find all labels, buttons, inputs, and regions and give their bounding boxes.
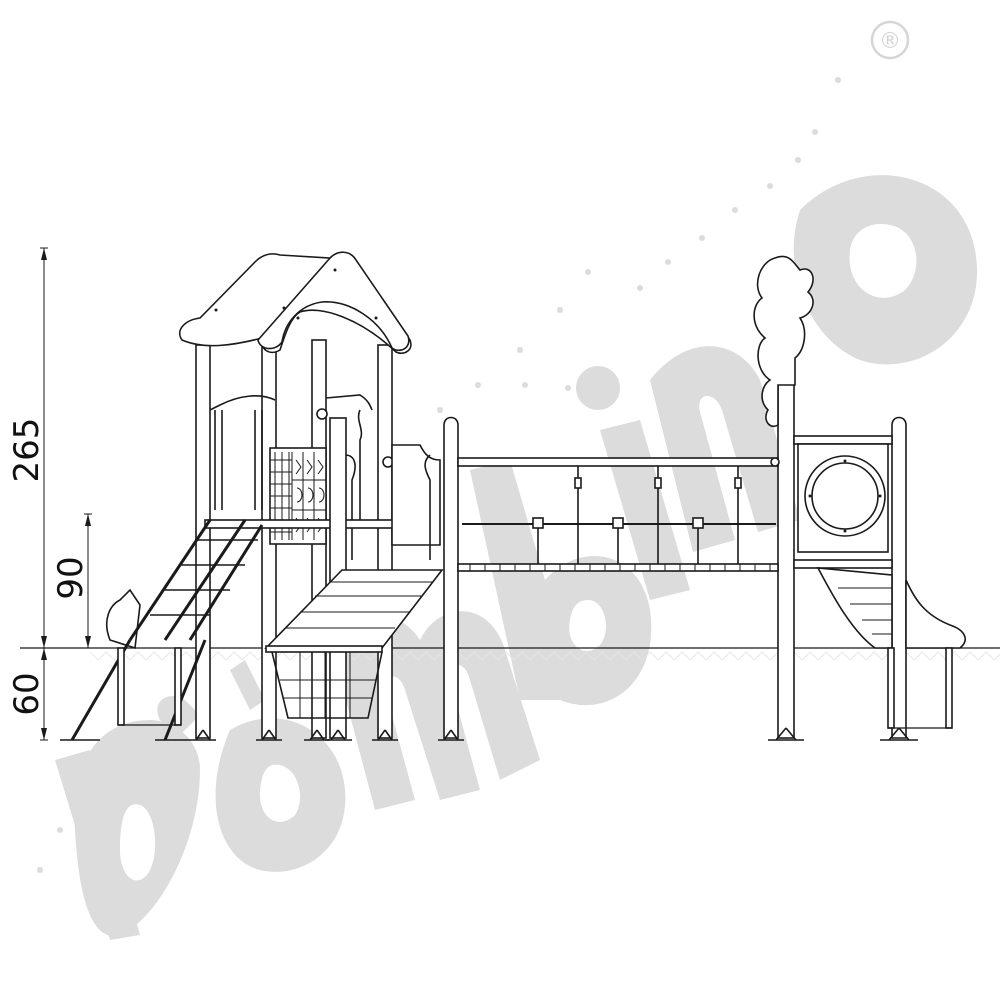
dimension-platform-height: 90 (51, 513, 92, 648)
dimension-label-90: 90 (51, 556, 91, 599)
bridge-posts (443, 329, 795, 739)
dimension-annotations: 265 90 60 (7, 247, 92, 741)
ground-line (20, 647, 1000, 661)
post-footings (190, 727, 918, 741)
svg-text:®: ® (879, 29, 901, 54)
dimension-foundation-depth: 60 (7, 648, 48, 741)
dimension-label-60: 60 (7, 672, 47, 715)
net-ladder (60, 519, 264, 741)
registered-trademark-icon: ® (870, 20, 910, 60)
plank-ramp (264, 569, 444, 719)
rope-bridge (457, 457, 780, 572)
porthole-tower (793, 416, 966, 739)
dimension-label-265: 265 (7, 418, 47, 483)
cloud-panel (753, 255, 814, 428)
dimension-total-height: 265 (7, 247, 48, 648)
